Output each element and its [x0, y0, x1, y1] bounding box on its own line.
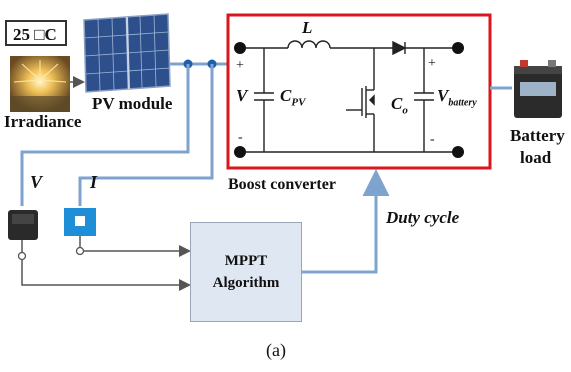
cpv-main: C — [280, 86, 292, 105]
vbattery-subscript: battery — [448, 97, 477, 109]
voltage-sense-label: V — [30, 172, 43, 192]
boost-converter-box — [226, 13, 492, 170]
voltage-sense-wire — [20, 64, 190, 206]
voltage-sensor-icon — [8, 210, 38, 252]
v-label: V — [236, 86, 248, 105]
co-subscript: o — [402, 104, 408, 117]
duty-cycle-label: Duty cycle — [386, 208, 460, 227]
battery-icon — [514, 60, 562, 118]
minus-left: - — [238, 130, 243, 145]
plus-right: + — [428, 56, 436, 71]
terminal-in-negative — [234, 146, 246, 158]
cpv-label: CPV — [280, 86, 305, 108]
pv-module-image — [83, 13, 171, 93]
current-sensor-icon — [64, 208, 96, 256]
boost-converter-circuit — [240, 40, 458, 153]
co-main: C — [391, 94, 403, 113]
co-label: Co — [391, 94, 408, 116]
cpv-subscript: PV — [291, 96, 306, 109]
current-sense-label: I — [90, 172, 98, 192]
minus-right: - — [430, 132, 435, 147]
battery-label-line2: load — [520, 148, 552, 167]
vbattery-label: Vbattery — [437, 86, 477, 108]
pv-module-label: PV module — [92, 94, 173, 113]
vbattery-main: V — [437, 86, 449, 105]
mppt-line2: Algorithm — [212, 275, 280, 291]
terminal-in-positive — [234, 42, 246, 54]
terminal-out-positive — [452, 42, 464, 54]
figure-caption: (a) — [266, 340, 286, 360]
battery-label-line1: Battery — [510, 126, 565, 145]
irradiance-label: Irradiance — [4, 112, 82, 131]
voltage-signal-wire — [21, 260, 191, 291]
duty-cycle-wire — [302, 169, 390, 274]
boost-converter-label: Boost converter — [228, 176, 336, 193]
irradiance-image — [10, 56, 70, 112]
mppt-line1: MPPT — [224, 253, 268, 269]
current-sense-wire — [78, 64, 214, 206]
temperature-box: 25 □C — [5, 20, 67, 46]
mppt-algorithm-box: MPPT Algorithm — [190, 222, 302, 322]
terminal-out-negative — [452, 146, 464, 158]
inductor-symbol — [287, 40, 331, 49]
inductor-label: L — [302, 18, 313, 37]
plus-left: + — [236, 58, 244, 73]
